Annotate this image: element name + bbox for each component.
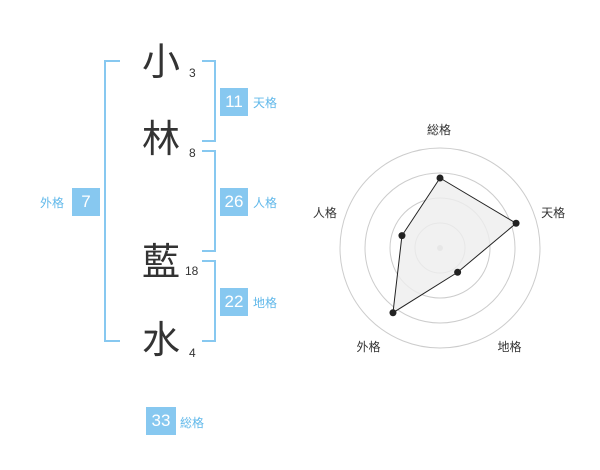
chikaku-value-badge: 22 <box>220 288 248 316</box>
radar-point-3 <box>454 268 462 276</box>
radar-point-2 <box>512 219 520 227</box>
soukaku-label: 総格 <box>180 416 205 430</box>
name-char-1: 小 <box>142 40 181 84</box>
stroke-count-4: 4 <box>189 346 196 360</box>
stroke-count-1: 3 <box>189 66 196 80</box>
radar-axis-label-5: 人格 <box>312 205 337 220</box>
stroke-count-2: 8 <box>189 146 196 160</box>
name-char-4: 水 <box>142 318 181 362</box>
tenkaku-value-badge: 11 <box>220 88 248 116</box>
radar-grid-ring <box>364 172 516 324</box>
chikaku-label: 地格 <box>253 296 278 310</box>
gaikaku-bracket <box>104 60 120 342</box>
tenkaku-bracket <box>202 60 216 142</box>
radar-point-4 <box>389 309 397 317</box>
stroke-count-3: 18 <box>185 264 199 278</box>
radar-point-5 <box>398 232 406 240</box>
radar-point-1 <box>436 174 444 182</box>
gaikaku-value-badge: 7 <box>72 188 100 216</box>
jinkaku-bracket <box>202 150 216 252</box>
jinkaku-label: 人格 <box>253 196 278 210</box>
name-char-3: 藍 <box>142 240 181 284</box>
soukaku-value-badge: 33 <box>146 407 176 435</box>
radar-axis-label-4: 外格 <box>356 340 381 355</box>
radar-axis-label-3: 地格 <box>497 340 522 355</box>
chikaku-bracket <box>202 260 216 342</box>
radar-axis-label-2: 天格 <box>541 205 566 220</box>
radar-axis-label-1: 総格 <box>427 123 452 137</box>
radar-grid-ring <box>339 147 541 349</box>
radar-series-polygon <box>392 177 517 314</box>
gaikaku-label: 外格 <box>40 196 65 210</box>
name-char-2: 林 <box>142 117 181 161</box>
jinkaku-value-badge: 26 <box>220 188 248 216</box>
tenkaku-label: 天格 <box>253 96 278 110</box>
